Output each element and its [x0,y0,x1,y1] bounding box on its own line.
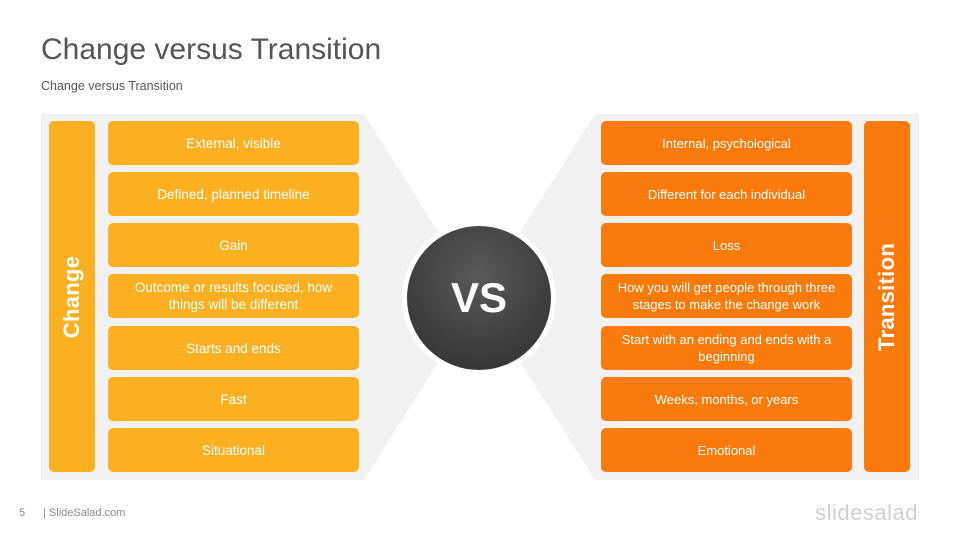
change-item: Starts and ends [108,326,359,370]
page-title: Change versus Transition [41,33,382,66]
change-side-label: Change [49,121,95,472]
change-item: Fast [108,377,359,421]
transition-item: Emotional [601,428,852,472]
transition-item: Loss [601,223,852,267]
transition-label-text: Transition [874,242,899,351]
transition-item: Start with an ending and ends with a beg… [601,326,852,370]
change-item: External, visible [108,121,359,165]
change-item: Situational [108,428,359,472]
vs-circle: VS [407,226,551,370]
vs-label: VS [450,274,508,321]
page-number: 5 [19,507,26,519]
slidesalad-logo: slidesalad [815,500,918,525]
transition-item: Internal, psychological [601,121,852,165]
transition-item: Different for each individual [601,172,852,216]
transition-item: How you will get people through three st… [601,274,852,318]
change-item: Gain [108,223,359,267]
change-item: Outcome or results focused, how things w… [108,274,359,318]
transition-side-label: Transition [864,121,910,472]
transition-item: Weeks, months, or years [601,377,852,421]
change-label-text: Change [59,255,85,338]
change-item: Defined, planned timeline [108,172,359,216]
page-subtitle: Change versus Transition [41,79,183,93]
footer-site-link[interactable]: | SlideSalad.com [43,507,126,519]
